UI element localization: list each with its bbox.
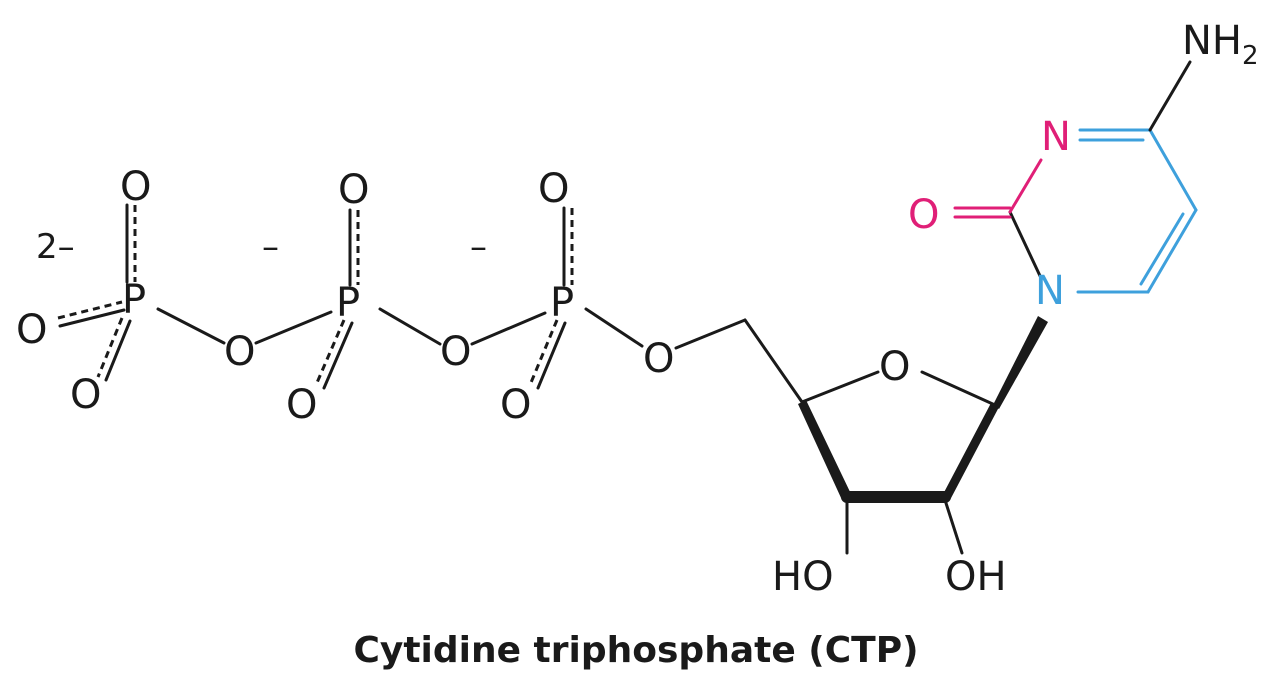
p2-top-oxygen: O [338,167,369,213]
p1-bottom-dash [96,317,124,378]
c4-c5-bond [1148,128,1198,212]
c2-oh-bond [943,498,964,555]
c4-c3-wedge [798,400,852,500]
p2-bottom-oxygen: O [286,382,317,428]
ester-oxygen: O [643,336,674,382]
ho-label: HO [772,554,834,600]
p1-bottom-oxygen: O [70,372,101,418]
p3-phosphorus: P [550,280,574,326]
p1-phosphorus: P [122,277,146,323]
ring-oxygen: O [879,344,910,390]
nh2-label: NH2 [1182,18,1259,71]
charge-label-minus-1: – [262,227,279,267]
o-ch2-bond [674,318,747,350]
n3-nitrogen: N [1041,114,1071,160]
o-c1-bond [920,370,997,407]
phosphate-group-2 [314,208,442,390]
p3-bottom-bond [536,321,567,390]
carbonyl-oxygen: O [908,192,939,238]
charge-label-2minus: 2– [36,227,75,267]
ribose-ring [798,316,1048,555]
p1-bottom-bond [104,319,132,382]
cytosine-ring [953,60,1198,294]
charge-label-minus-2: – [470,227,487,267]
bridge1-p2-bond [254,310,333,345]
n1-c2-bond [1008,210,1043,280]
phosphate-group-3 [528,206,644,390]
p1-bridge-bond [156,307,226,345]
p2-phosphorus: P [336,280,360,326]
diagram-caption: Cytidine triphosphate (CTP) [353,630,918,671]
bridge-oxygen-1: O [224,329,255,375]
oh-label: OH [945,554,1007,600]
p2-bottom-bond [322,321,354,390]
p1-top-oxygen: O [120,164,151,210]
p1-left-dash [57,300,123,320]
c5-c6-inner-bond [1139,212,1185,286]
c2-c1-wedge [940,403,999,500]
p3-top-oxygen: O [538,166,569,212]
c1-n1-wedge [993,316,1048,409]
c4-nh2-bond [1148,60,1192,132]
bridge2-p3-bond [470,311,547,346]
p3-bottom-oxygen: O [500,382,531,428]
nh2-subscript: 2 [1242,41,1259,71]
c2-n3-bond [1008,158,1043,214]
p2-bridge-bond [378,307,442,346]
phosphate-group-1 [57,203,226,382]
p1-left-bond [58,308,126,328]
n1-nitrogen: N [1035,268,1065,314]
p3-bridge-bond [584,307,644,348]
c4-o-bond [800,370,880,404]
bridge-oxygen-2: O [440,329,471,375]
ch2-c4-bond [743,318,804,404]
nh2-main: NH [1182,18,1242,64]
p1-left-oxygen: O [16,307,47,353]
c5-c6-bond [1146,208,1198,294]
